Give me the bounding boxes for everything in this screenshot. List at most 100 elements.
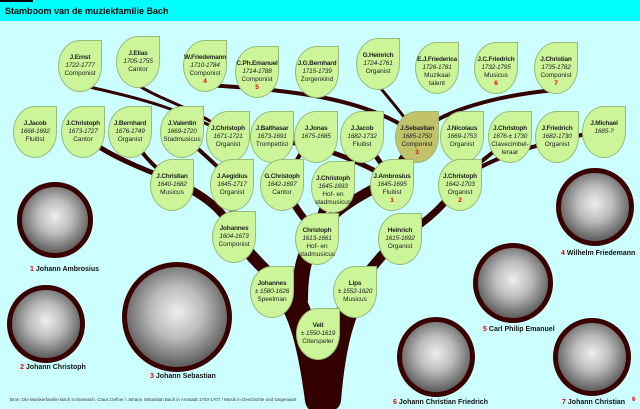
leaf-years: 1668-1692: [20, 128, 50, 135]
leaf-number: 6: [494, 80, 498, 87]
leaf-years: 1645-1693: [318, 183, 348, 190]
leaf-role: Fluitist: [352, 141, 372, 148]
leaf-name: J.Ernst: [69, 54, 91, 61]
leaf-name: J.Christian: [540, 56, 572, 63]
leaf-name: J.Michael: [590, 120, 618, 127]
leaf-years: 1714-1788: [242, 68, 272, 75]
leaf-role: Componist: [64, 70, 96, 77]
leaf-role: Organist: [117, 136, 143, 143]
leaf-number: 2: [458, 197, 462, 204]
leaf-years: 1715-1739: [302, 68, 332, 75]
leaf-role: Organist: [387, 243, 413, 250]
leaf-years: 1685-?: [594, 128, 614, 135]
leaf-years: 1673-1691: [257, 133, 287, 140]
source-credit: Bron: Die Musikerfamilie Bach in Eisenac…: [10, 397, 297, 402]
leaf-name: J.Elias: [128, 50, 148, 57]
leaf-role: Componist: [241, 76, 273, 83]
page-number: 6: [632, 397, 636, 403]
portrait-carl-philip-emanuel: [473, 243, 553, 323]
leaf-role: Hof- en stadmusicus: [298, 243, 336, 258]
leaf-name: Christoph: [302, 227, 332, 234]
leaf-name: Johannes: [219, 225, 249, 232]
leaf-years: 1726-1781: [422, 64, 452, 71]
portrait-johann-christoph: [7, 285, 85, 363]
leaf-name: J.Jonas: [304, 125, 328, 132]
leaf-years: 1722-1777: [65, 62, 95, 69]
leaf-name: J.Aegidius: [216, 173, 248, 180]
leaf-name: J.Valentin: [167, 120, 197, 127]
leaf-role: Stadmusicus: [163, 136, 201, 143]
leaf-years: 1685-1750: [402, 133, 432, 140]
leaf-number: 5: [255, 84, 259, 91]
leaf-years: 1640-1682: [157, 181, 187, 188]
leaf-name: J.Balthasar: [255, 125, 289, 132]
leaf-years: 1735-1782: [541, 64, 571, 71]
leaf-number: 3: [415, 149, 419, 156]
leaf-years: 1669-1753: [447, 133, 477, 140]
leaf-years: 1682-1730: [542, 133, 572, 140]
leaf-role: Organist: [447, 189, 473, 196]
portrait-johann-ambrosius: [17, 182, 93, 258]
leaf-years: 1675-1685: [301, 133, 331, 140]
leaf-years: ± 1580-1626: [254, 288, 290, 295]
leaf-name: J.Christoph: [493, 125, 527, 132]
leaf-years: 1724-1761: [363, 60, 393, 67]
leaf-name: Veit: [312, 322, 324, 329]
leaf-number: 4: [203, 78, 207, 85]
portrait-wilhelm-friedemann: [556, 168, 634, 246]
leaf-name: G.Heinrich: [362, 52, 394, 59]
leaf-name: E.J.Friederica: [417, 56, 457, 63]
leaf-number: 1: [390, 197, 394, 204]
leaf-years: 1604-1673: [219, 233, 249, 240]
leaf-name: J.Christian: [156, 173, 188, 180]
leaf-role: Hof- en stadmusicus: [314, 191, 352, 206]
leaf-years: 1682-1732: [347, 133, 377, 140]
leaf-role: Musicus: [160, 189, 184, 196]
leaf-role: Componist: [189, 70, 221, 77]
leaf-years: 1732-1795: [481, 64, 511, 71]
leaf-name: C.Ph.Emanuel: [236, 60, 278, 67]
leaf-role: Speelman: [257, 296, 287, 303]
leaf-name: J.Bernhard: [113, 120, 147, 127]
leaf-years: 1676-1749: [115, 128, 145, 135]
leaf-name: J.Christoph: [66, 120, 100, 127]
leaf-role: Musicus: [343, 296, 367, 303]
leaf-role: Zorgenkind: [300, 76, 334, 83]
leaf-name: J.Jacob: [350, 125, 374, 132]
leaf-role: Organist: [365, 68, 391, 75]
leaf-name: J.Nicolaus: [446, 125, 478, 132]
leaf-role: Muzikaal talent: [424, 72, 450, 87]
leaf-name: J.Sebastian: [400, 125, 434, 132]
leaf-years: 1676-± 1730: [492, 133, 528, 140]
leaf-name: W.Friedemann: [184, 54, 227, 61]
leaf-role: Fluitist: [25, 136, 45, 143]
leaf-years: 1642-1697: [267, 181, 297, 188]
leaf-role: Citerspeler: [302, 338, 334, 345]
